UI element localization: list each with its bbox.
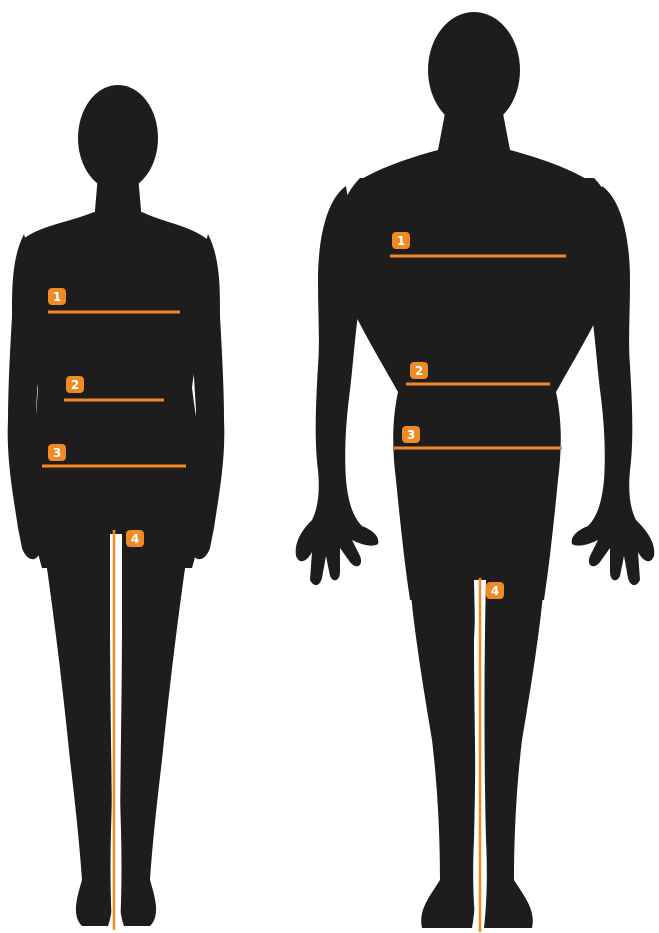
man-badge-4: 4 xyxy=(486,582,504,599)
woman-badge-1: 1 xyxy=(48,288,66,305)
woman-badge-2: 2 xyxy=(66,376,84,393)
woman-right-arm xyxy=(190,234,224,559)
man-badge-3-label: 3 xyxy=(407,428,415,442)
woman-right-leg xyxy=(119,520,192,926)
woman-badge-3-label: 3 xyxy=(53,446,61,460)
woman-left-arm xyxy=(8,234,42,559)
woman-torso xyxy=(16,212,215,568)
man-left-leg xyxy=(408,560,476,928)
woman-badge-2-label: 2 xyxy=(71,378,79,392)
man-badge-1-label: 1 xyxy=(397,234,405,248)
woman-neck xyxy=(94,175,142,222)
woman-badge-4-label: 4 xyxy=(131,532,139,546)
man-right-leg xyxy=(480,560,546,928)
woman-badge-4: 4 xyxy=(126,530,144,547)
woman-left-leg xyxy=(40,520,113,926)
woman-inseam-gap xyxy=(110,534,122,926)
woman-badge-1-label: 1 xyxy=(53,290,61,304)
man-badge-2-label: 2 xyxy=(415,364,423,378)
man-badge-1: 1 xyxy=(392,232,410,249)
woman-badge-3: 3 xyxy=(48,444,66,461)
man-badge-4-label: 4 xyxy=(491,584,499,598)
man-badge-3: 3 xyxy=(402,426,420,443)
man-badge-2: 2 xyxy=(410,362,428,379)
man-neck xyxy=(360,108,588,180)
